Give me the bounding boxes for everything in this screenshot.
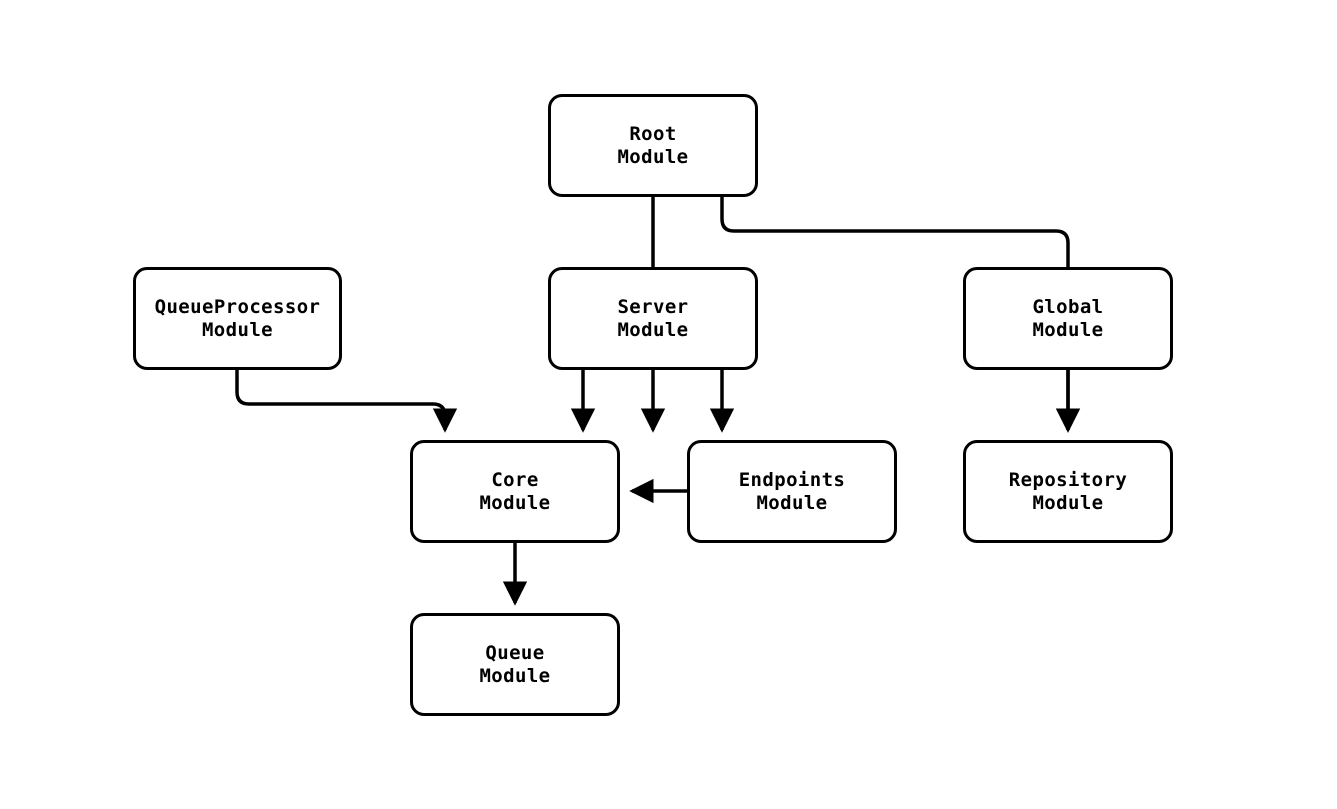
edges-group [235,197,1081,606]
node-server-label-line2: Module [617,318,689,341]
node-queue-label-line2: Module [479,664,551,687]
node-queue-label-line1: Queue [485,641,545,664]
node-repository-label-line2: Module [1032,491,1104,514]
node-server-label-line1: Server [617,295,689,318]
node-global-label-line1: Global [1032,295,1104,318]
edge-queueprocessor-to-core [235,370,458,433]
node-core-label-line2: Module [479,491,551,514]
node-repository-label-line1: Repository [1008,468,1128,491]
node-root-label-line1: Root [629,122,677,145]
node-queueprocessor-label-line1: QueueProcessor [154,295,321,318]
node-queueprocessor-label-line2: Module [201,318,274,341]
node-endpoints-label-line2: Module [756,491,828,514]
node-global-label-line2: Module [1032,318,1104,341]
node-core-label-line1: Core [491,468,539,491]
node-endpoints-label-line1: Endpoints [738,468,846,491]
node-root-label-line2: Module [617,145,689,168]
